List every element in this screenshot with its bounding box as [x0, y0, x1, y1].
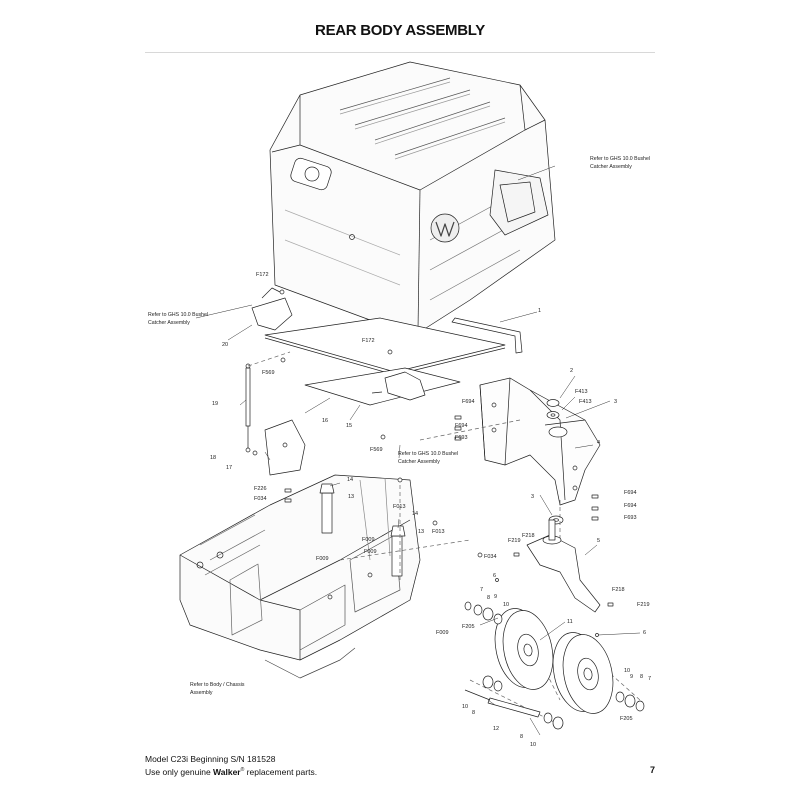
part-12-axle	[464, 689, 541, 718]
part-15-panel	[304, 367, 461, 406]
label-F205-a: F205	[462, 624, 475, 630]
genuine-suffix: replacement parts.	[244, 766, 318, 777]
label-20: 20	[222, 342, 228, 348]
label-19: 19	[212, 401, 218, 407]
label-1: 1	[538, 308, 541, 314]
label-2: 2	[570, 368, 573, 374]
wheel-bearings	[464, 601, 645, 730]
part-11-wheel-left	[494, 608, 554, 690]
label-F693-b: F693	[624, 515, 637, 521]
label-9-a: 9	[494, 594, 497, 600]
label-F413-b: F413	[579, 399, 592, 405]
label-F569-a: F569	[262, 370, 275, 376]
label-F413-a: F413	[575, 389, 588, 395]
label-F218-a: F218	[522, 533, 535, 539]
ref-catcher-right-line1: Refer to GHS 10.0 Bushel	[590, 156, 650, 162]
label-16: 16	[322, 418, 328, 424]
part-17-hinge	[264, 419, 306, 476]
label-13-b: 13	[418, 529, 424, 535]
label-F009-d: F009	[436, 630, 449, 636]
page-title: REAR BODY ASSEMBLY	[315, 22, 485, 39]
ref-body-line1: Refer to Body / Chassis	[190, 682, 245, 688]
part-4-frame	[479, 377, 601, 506]
label-7-b: 7	[648, 676, 651, 682]
label-10-b: 10	[624, 668, 630, 674]
genuine-prefix: Use only genuine	[145, 766, 214, 777]
label-8-b: 8	[640, 674, 643, 680]
label-F205-b: F205	[620, 716, 633, 722]
label-9-b: 9	[630, 674, 633, 680]
label-4: 4	[597, 440, 600, 446]
collection-hopper	[269, 61, 556, 346]
label-6-a: 6	[493, 573, 496, 579]
label-F219-b: F219	[637, 602, 650, 608]
label-15: 15	[346, 423, 352, 429]
label-F226: F226	[254, 486, 267, 492]
ref-body-line2: Assembly	[190, 690, 213, 696]
label-F009-a: F009	[362, 537, 375, 543]
label-8-c: 8	[472, 710, 475, 716]
label-F694-a: F694	[462, 399, 475, 405]
brand-name: Walker	[213, 766, 241, 777]
label-13-a: 13	[348, 494, 354, 500]
label-F009-c: F009	[316, 556, 329, 562]
label-3-b: 3	[531, 494, 534, 500]
label-F034-b: F034	[484, 554, 497, 560]
registered-mark: ®	[240, 767, 245, 773]
ref-catcher-right-line2: Catcher Assembly	[590, 164, 632, 170]
leader-lines	[195, 165, 641, 736]
label-10-a: 10	[503, 602, 509, 608]
label-6-b: 6	[643, 630, 646, 636]
part-callouts: F172 20 F172 1 F569 19 16 15 F569 18 17 …	[210, 272, 651, 748]
page-number: 7	[649, 765, 655, 775]
part-16-panel	[264, 317, 506, 376]
label-14-b: 14	[412, 511, 418, 517]
label-3-a: 3	[614, 399, 617, 405]
label-F218-b: F218	[612, 587, 625, 593]
model-line: Model C23i Beginning S/N 181528	[145, 754, 276, 764]
label-12: 12	[493, 726, 499, 732]
label-7-a: 7	[480, 587, 483, 593]
label-F694-b: F694	[455, 423, 468, 429]
label-14-a: 14	[347, 477, 353, 483]
label-F013-a: F013	[393, 504, 406, 510]
part-14-bumper	[319, 483, 406, 537]
ref-catcher-left-line1: Refer to GHS 10.0 Bushel	[148, 312, 208, 318]
label-10-c: 10	[462, 704, 468, 710]
reference-notes: Refer to GHS 10.0 Bushel Catcher Assembl…	[148, 156, 650, 696]
label-10-d: 10	[530, 742, 536, 748]
title-divider	[145, 52, 655, 53]
genuine-parts-line: Use only genuine Walker® replacement par…	[145, 765, 317, 778]
label-F694-d: F694	[624, 503, 637, 509]
label-17: 17	[226, 465, 232, 471]
footer: Model C23i Beginning S/N 181528 Use only…	[145, 754, 317, 778]
part-1-strip	[451, 317, 523, 354]
label-F172-a: F172	[256, 272, 269, 278]
label-8-a: 8	[487, 595, 490, 601]
part-5-caster-fork	[526, 519, 601, 613]
ref-catcher-mid-line1: Refer to GHS 10.0 Bushel	[398, 451, 458, 457]
part-19-gas-spring	[245, 363, 251, 453]
label-F009-b: F009	[364, 549, 377, 555]
label-F172-b: F172	[362, 338, 375, 344]
ref-catcher-left-line2: Catcher Assembly	[148, 320, 190, 326]
label-18: 18	[210, 455, 216, 461]
label-F219-a: F219	[508, 538, 521, 544]
label-8-d: 8	[520, 734, 523, 740]
label-F569-b: F569	[370, 447, 383, 453]
label-5: 5	[597, 538, 600, 544]
body-chassis	[179, 474, 421, 679]
label-11: 11	[567, 619, 573, 625]
part-20-latch-bracket	[251, 287, 293, 331]
label-F694-c: F694	[624, 490, 637, 496]
ref-catcher-mid-line2: Catcher Assembly	[398, 459, 440, 465]
label-F693-a: F693	[455, 435, 468, 441]
f172-bracket	[384, 371, 426, 401]
label-F034-a: F034	[254, 496, 267, 502]
part-11-wheel-right	[552, 632, 614, 714]
label-F013-b: F013	[432, 529, 445, 535]
